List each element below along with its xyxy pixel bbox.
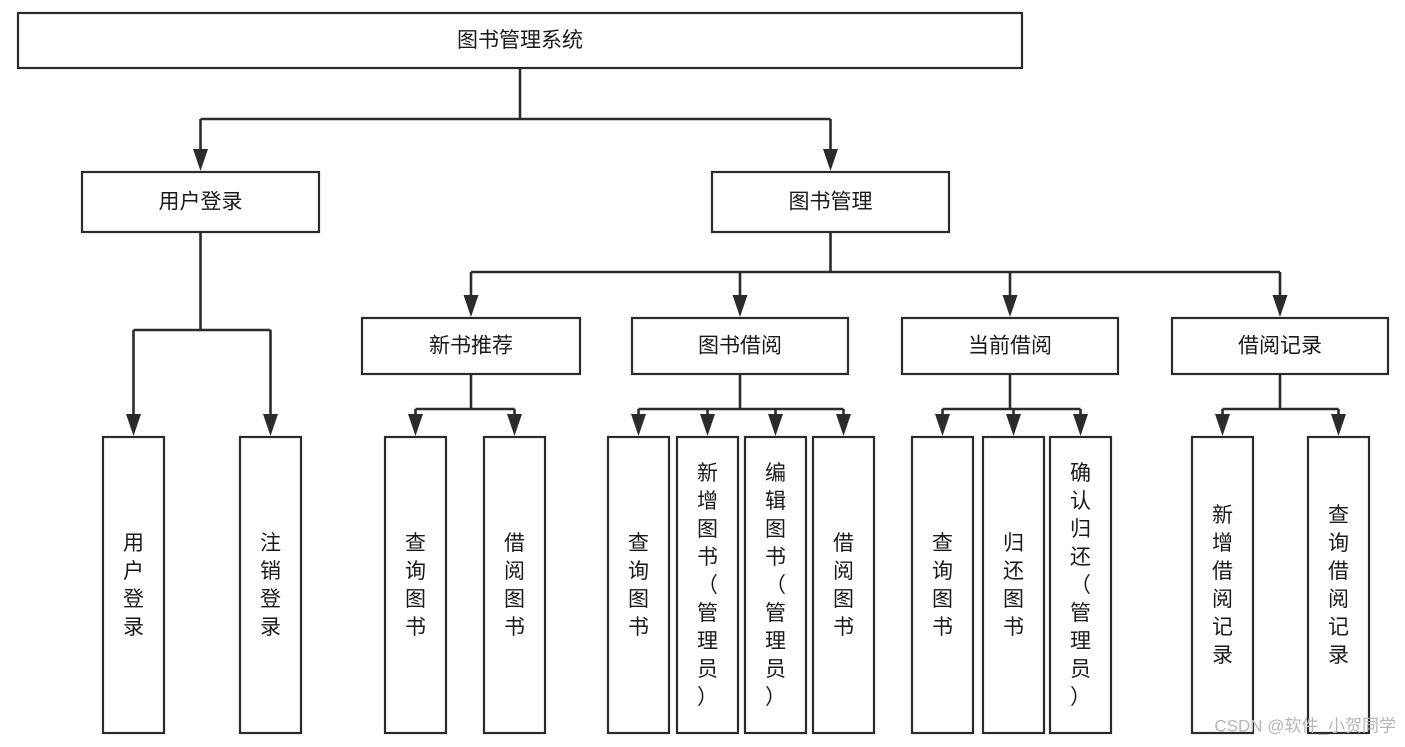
node-box[interactable] [900,316,1120,376]
node-leaf-cb-confirm[interactable]: 确认归还（管理员） [1048,435,1113,735]
node-leaf-rec-borrow[interactable]: 借阅图书 [482,435,547,735]
node-leaf-cb-query[interactable]: 查询图书 [910,435,975,735]
node-box[interactable] [80,170,321,234]
arrow-head [1073,414,1088,436]
node-box[interactable] [630,316,850,376]
node-label: 查询图书 [405,532,426,639]
node-box[interactable] [606,435,671,735]
node-label: 查询图书 [628,532,649,639]
node-box[interactable] [1048,435,1113,735]
arrow-head [935,414,950,436]
node-new-book-rec[interactable]: 新书推荐 [360,316,582,376]
node-leaf-user-login[interactable]: 用户登录 [101,435,166,735]
node-label: 新增借阅记录 [1212,504,1233,667]
node-label: 当前借阅 [968,335,1052,358]
node-label: 用户登录 [159,191,243,214]
node-leaf-bb-edit[interactable]: 编辑图书（管理员） [743,435,808,735]
node-leaf-logout[interactable]: 注销登录 [238,435,303,735]
arrow-head [732,295,748,317]
node-box[interactable] [710,170,951,234]
node-label: 借阅记录 [1238,335,1322,358]
node-box[interactable] [981,435,1046,735]
node-box[interactable] [360,316,582,376]
arrow-head [631,414,646,436]
node-label: 查询图书 [932,532,953,639]
arrow-head [463,295,479,317]
node-box[interactable] [1190,435,1255,735]
csdn-watermark: CSDN @软件_小贺同学 [1214,716,1396,735]
node-label: 用户登录 [123,532,144,639]
node-label: 注销登录 [260,532,281,639]
node-box[interactable] [238,435,303,735]
node-book-borrow[interactable]: 图书借阅 [630,316,850,376]
node-label: 图书管理系统 [457,29,583,52]
node-label: 图书借阅 [698,335,782,358]
node-label: 归还图书 [1003,532,1024,639]
node-box[interactable] [811,435,876,735]
node-box[interactable] [675,435,740,735]
node-leaf-bb-query[interactable]: 查询图书 [606,435,671,735]
node-box[interactable] [1170,316,1390,376]
node-user-login[interactable]: 用户登录 [80,170,321,234]
node-label: 编辑图书（管理员） [765,462,786,709]
node-label: 借阅图书 [504,532,525,639]
arrow-head [1006,414,1021,436]
node-label: 新增图书（管理员） [697,462,718,709]
node-label: 图书管理 [789,191,873,214]
arrow-head [126,414,141,436]
arrow-head [823,149,838,171]
connector-layer [126,68,1346,436]
node-borrow-record[interactable]: 借阅记录 [1170,316,1390,376]
node-current-borrow[interactable]: 当前借阅 [900,316,1120,376]
node-box[interactable] [1306,435,1371,735]
arrow-head [700,414,715,436]
node-box[interactable] [383,435,448,735]
node-leaf-rec-query[interactable]: 查询图书 [383,435,448,735]
arrow-head [263,414,278,436]
node-book-manage[interactable]: 图书管理 [710,170,951,234]
arrow-head [768,414,783,436]
node-box[interactable] [910,435,975,735]
node-leaf-bb-borrow[interactable]: 借阅图书 [811,435,876,735]
node-leaf-br-add[interactable]: 新增借阅记录 [1190,435,1255,735]
node-root[interactable]: 图书管理系统 [16,11,1024,70]
node-leaf-cb-return[interactable]: 归还图书 [981,435,1046,735]
arrow-head [836,414,851,436]
node-box[interactable] [16,11,1024,70]
node-label: 确认归还（管理员） [1070,462,1091,709]
arrow-head [1331,414,1346,436]
node-leaf-br-query[interactable]: 查询借阅记录 [1306,435,1371,735]
node-label: 新书推荐 [429,335,513,358]
node-layer: 图书管理系统用户登录图书管理新书推荐图书借阅当前借阅借阅记录用户登录注销登录查询… [16,11,1390,735]
node-box[interactable] [743,435,808,735]
node-label: 借阅图书 [833,532,854,639]
arrow-head [1215,414,1230,436]
arrow-head [1272,295,1288,317]
node-box[interactable] [482,435,547,735]
node-leaf-bb-add[interactable]: 新增图书（管理员） [675,435,740,735]
arrow-head [1002,295,1018,317]
arrow-head [193,149,208,171]
node-label: 查询借阅记录 [1328,504,1349,667]
arrow-head [507,414,522,436]
node-box[interactable] [101,435,166,735]
arrow-head [408,414,423,436]
